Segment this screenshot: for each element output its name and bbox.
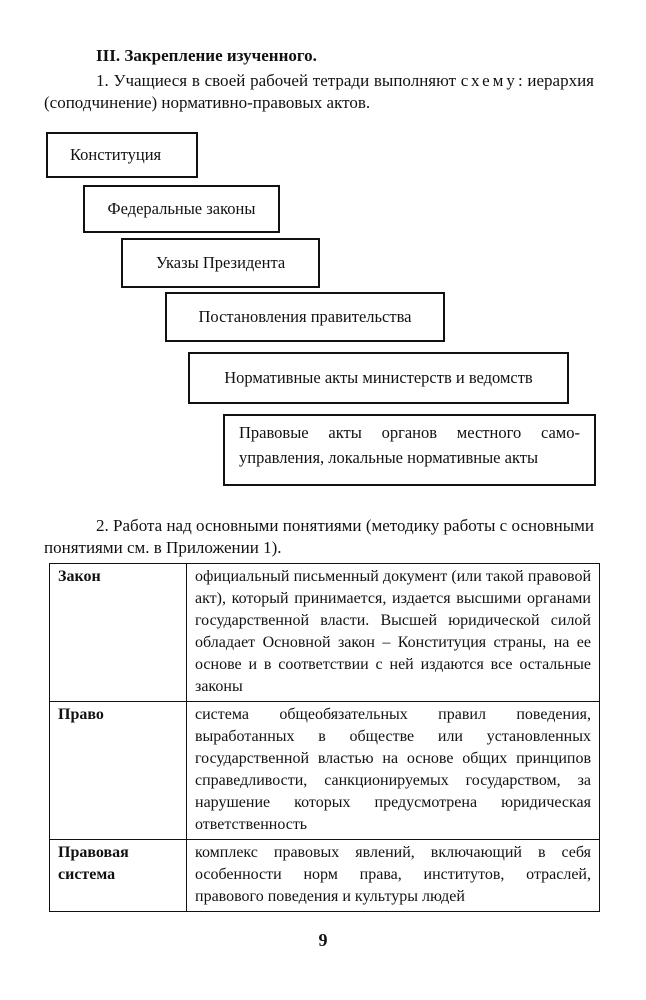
term-cell: Правовая система (49, 839, 187, 912)
table-row: Закон официальный письменный документ (и… (49, 563, 600, 702)
section-heading: III. Закрепление изученного. (96, 46, 317, 65)
page-number: 9 (318, 930, 328, 950)
table-row: Правовая система комплекс правовых явлен… (49, 839, 600, 912)
local-acts-line-2: управления, локальные нормативные акты (239, 448, 539, 467)
hierarchy-box-constitution: Конституция (46, 132, 198, 178)
task-1-text-end: : иерархия (соподчинение) нормативно-пра… (44, 71, 594, 112)
table-row: Право система общеобязательных правил по… (49, 701, 600, 840)
task-1-text-start: 1. Учащиеся в своей рабочей тетради выпо… (96, 71, 461, 90)
definition-cell: официальный письменный документ (или так… (186, 563, 600, 702)
hierarchy-box-ministry-acts: Нормативные акты министерств и ведомств (188, 352, 569, 404)
definition-cell: комплекс правовых явлений, включающий в … (186, 839, 600, 912)
task-2-text: 2. Работа над основными понятиями (метод… (44, 516, 594, 557)
terms-table: Закон официальный письменный документ (и… (49, 563, 600, 912)
definition-cell: система общеобязательных правил поведени… (186, 701, 600, 840)
task-1-paragraph: 1. Учащиеся в своей рабочей тетради выпо… (44, 70, 594, 114)
hierarchy-box-local-acts: Правовые акты органов местного само- упр… (223, 414, 596, 486)
term-cell: Право (49, 701, 187, 840)
term-cell: Закон (49, 563, 187, 702)
hierarchy-box-presidential-decrees: Указы Президента (121, 238, 320, 288)
task-1-spaced-word: схему (460, 71, 518, 90)
hierarchy-box-federal-laws: Федеральные законы (83, 185, 280, 233)
hierarchy-box-government-resolutions: Постановления правительства (165, 292, 445, 342)
task-2-paragraph: 2. Работа над основными понятиями (метод… (44, 515, 594, 559)
local-acts-line-1: Правовые акты органов местного само- (239, 423, 580, 442)
